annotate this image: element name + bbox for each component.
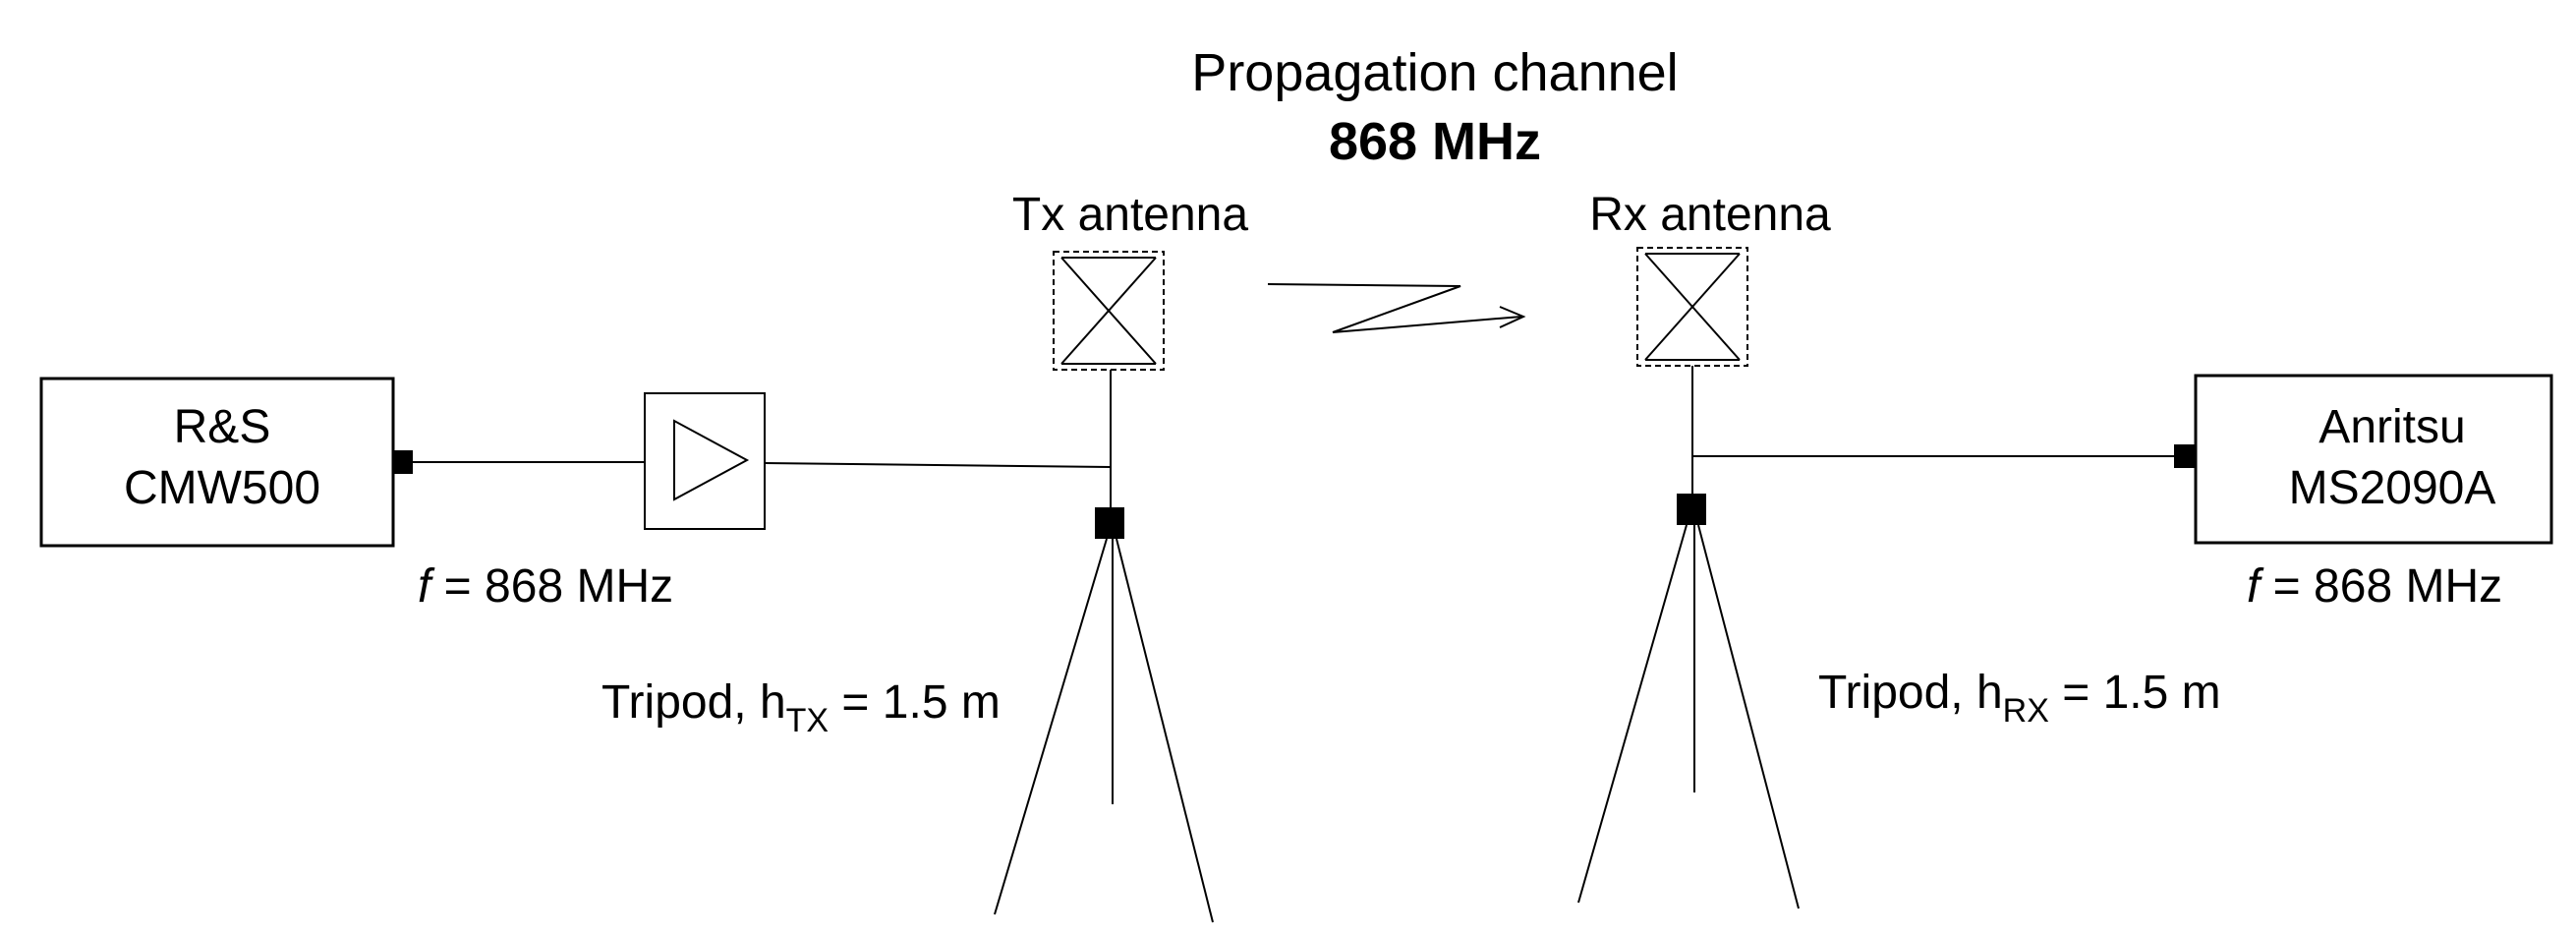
tx-tripod-label: Tripod, hTX = 1.5 m [601,676,1001,739]
frequency-heading: 868 MHz [1329,112,1541,171]
tx-device-connector-icon [393,450,413,474]
tx-tripod-suffix: = 1.5 m [829,676,1001,729]
tx-device-line2: CMW500 [124,462,320,514]
tx-tripod-subscript: TX [786,702,829,739]
tx-antenna [1053,251,1165,511]
rx-tripod-label: Tripod, hRX = 1.5 m [1818,667,2221,730]
bowtie-antenna-icon [1060,257,1157,365]
rx-device-line2: MS2090A [2289,462,2496,514]
bowtie-antenna-icon [1644,253,1741,361]
tx-device-line1: R&S [174,401,271,453]
rx-device: Anritsu MS2090A [2174,374,2553,545]
tx-tripod-icon [994,507,1214,923]
tx-frequency-value: = 868 MHz [430,560,673,613]
tx-tripod-connector-icon [1095,507,1124,539]
tx-frequency-label: f = 868 MHz [418,560,673,613]
rx-tripod-subscript: RX [2003,692,2049,730]
tx-device: R&S CMW500 [39,377,413,548]
rx-antenna-radome [1636,247,1748,367]
amplifier [644,392,766,530]
rx-antenna [1636,247,1748,498]
amplifier-box [644,392,766,530]
rx-tripod-suffix: = 1.5 m [2049,667,2221,719]
rx-antenna-label: Rx antenna [1589,189,1831,241]
zigzag-radio-link-icon [1267,283,1526,333]
tx-antenna-radome [1053,251,1165,371]
rx-frequency-value: = 868 MHz [2260,560,2502,613]
rx-device-connector-icon [2174,444,2196,468]
rx-frequency-label: f = 868 MHz [2247,560,2502,613]
rx-device-line1: Anritsu [2318,401,2465,453]
rx-device-box [2194,374,2553,545]
rx-tripod-connector-icon [1677,494,1706,525]
tx-tripod-prefix: Tripod, h [601,676,786,729]
rx-tripod-prefix: Tripod, h [1818,667,2003,719]
diagram-title: Propagation channel [1191,43,1678,102]
amplifier-triangle-icon [673,419,750,501]
rx-tripod-icon [1577,494,1800,909]
tx-cable-to-antenna [764,462,1112,468]
tx-antenna-label: Tx antenna [1012,189,1248,241]
